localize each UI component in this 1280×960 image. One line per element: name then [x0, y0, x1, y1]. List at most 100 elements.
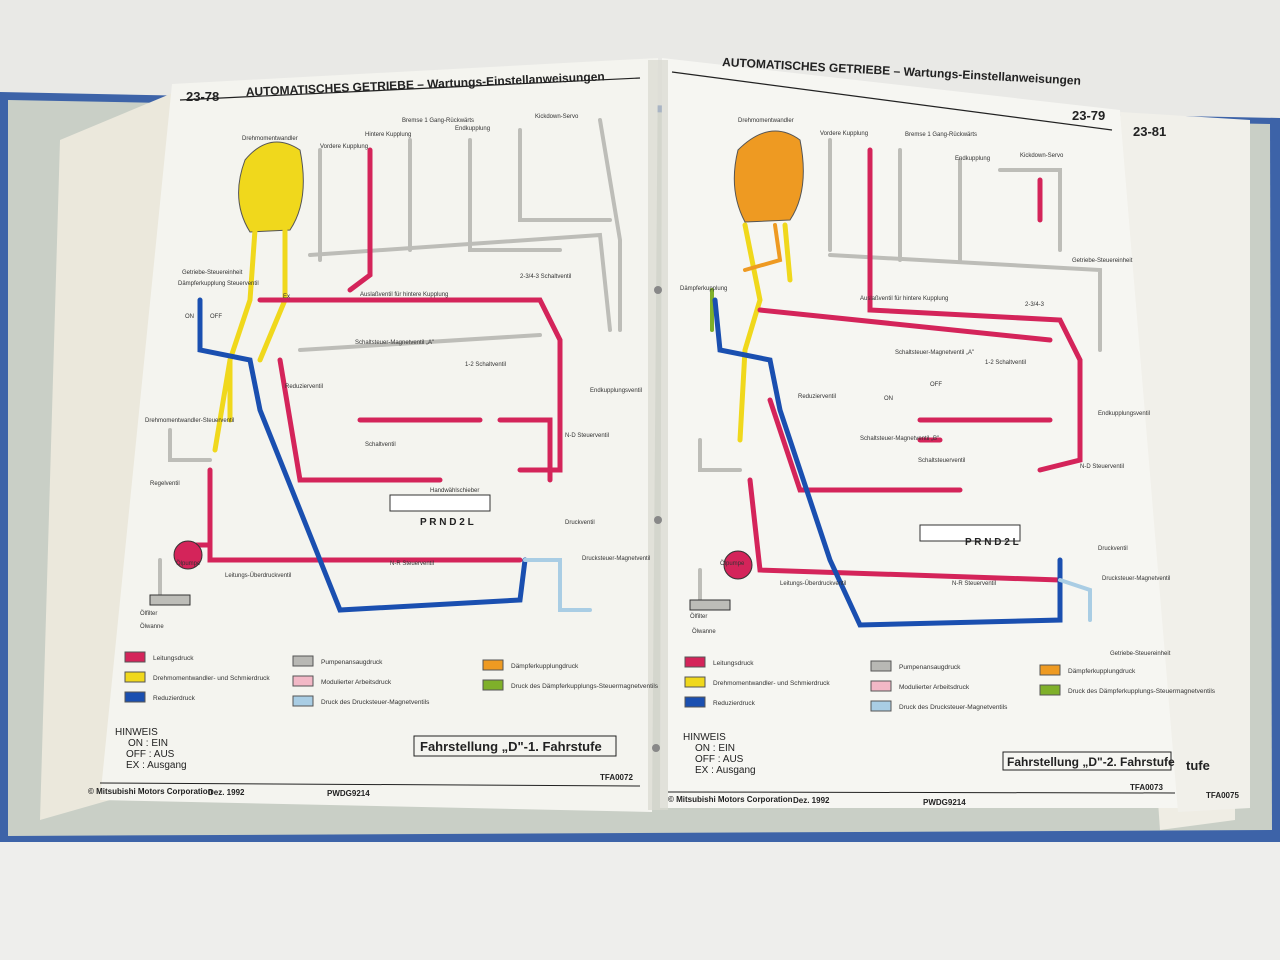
right-caption: Fahrstellung „D"-2. Fahrstufe [1007, 755, 1175, 769]
legend-label: Drehmomentwandler- und Schmierdruck [713, 680, 830, 687]
right-caption-box [1002, 751, 1172, 771]
svg-text:N-D Steuerventil: N-D Steuerventil [565, 433, 609, 439]
underlying-figure-code: TFA0075 [1206, 791, 1239, 800]
legend-swatch [292, 695, 314, 707]
legend-label: Leitungsdruck [153, 655, 194, 662]
svg-text:Dämpferkupplung Steuerventil: Dämpferkupplung Steuerventil [178, 281, 259, 287]
svg-text:Ölfilter: Ölfilter [140, 610, 157, 617]
svg-text:Vordere Kupplung: Vordere Kupplung [320, 144, 368, 150]
svg-text:Handwählschieber: Handwählschieber [430, 488, 479, 494]
right-footer-copyright: © Mitsubishi Motors Corporation [668, 795, 793, 804]
left-note: HINWEIS ON : EIN OFF : AUS EX : Ausgang [115, 727, 187, 771]
svg-text:OFF: OFF [210, 314, 222, 320]
svg-text:Getriebe-Steuereinheit: Getriebe-Steuereinheit [1110, 651, 1171, 657]
svg-text:N-R Steuerventil: N-R Steuerventil [390, 561, 434, 567]
svg-text:Getriebe-Steuereinheit: Getriebe-Steuereinheit [182, 270, 243, 276]
svg-text:ON : EIN: ON : EIN [128, 738, 168, 749]
page-stack-left [40, 92, 175, 820]
left-page [100, 58, 658, 812]
left-caption-box [413, 735, 617, 757]
manual-valve [389, 494, 491, 512]
left-page-number: 23-78 [186, 89, 219, 104]
svg-text:Endkupplungsventil: Endkupplungsventil [1098, 411, 1150, 417]
legend-swatch [292, 675, 314, 687]
legend-swatch [870, 700, 892, 712]
svg-text:HINWEIS: HINWEIS [683, 732, 726, 743]
svg-text:Schaltventil: Schaltventil [365, 442, 396, 448]
svg-text:Endkupplung: Endkupplung [455, 126, 490, 132]
oil-pan [149, 594, 191, 606]
svg-text:Druckventil: Druckventil [1098, 546, 1128, 552]
svg-text:1-2 Schaltventil: 1-2 Schaltventil [985, 360, 1026, 366]
svg-text:Schaltsteuer-Magnetventil „A": Schaltsteuer-Magnetventil „A" [355, 340, 434, 346]
legend-label: Drehmomentwandler- und Schmierdruck [153, 675, 270, 682]
right-page-number: 23-79 [1072, 108, 1105, 123]
svg-text:Leitungs-Überdruckventil: Leitungs-Überdruckventil [225, 572, 291, 579]
svg-text:Ölfilter: Ölfilter [690, 613, 707, 620]
legend-swatch [482, 679, 504, 691]
svg-text:OFF: OFF [930, 382, 942, 388]
svg-text:2-3/4-3: 2-3/4-3 [1025, 302, 1045, 308]
svg-text:Ölpumpe: Ölpumpe [720, 560, 745, 567]
spine-shadow [648, 60, 668, 810]
svg-text:Schaltsteuer-Magnetventil „A": Schaltsteuer-Magnetventil „A" [895, 350, 974, 356]
svg-text:Drucksteuer-Magnetventil: Drucksteuer-Magnetventil [582, 556, 650, 562]
oil-pan-right [689, 599, 731, 611]
svg-text:Regelventil: Regelventil [150, 481, 180, 487]
svg-text:OFF : AUS: OFF : AUS [126, 749, 175, 760]
torque-converter [238, 141, 304, 233]
torque-converter-right [733, 130, 804, 223]
left-figure-code: TFA0072 [600, 773, 633, 782]
legend-label: Reduzierdruck [153, 695, 196, 702]
underlying-caption: tufe [1186, 758, 1210, 773]
left-footer-code: PWDG9214 [327, 789, 370, 798]
svg-text:EX : Ausgang: EX : Ausgang [126, 760, 187, 771]
svg-text:Kickdown-Servo: Kickdown-Servo [1020, 153, 1064, 159]
svg-text:Bremse 1 Gang-Rückwärts: Bremse 1 Gang-Rückwärts [905, 132, 977, 138]
svg-text:N-D Steuerventil: N-D Steuerventil [1080, 464, 1124, 470]
svg-text:EX : Ausgang: EX : Ausgang [695, 765, 756, 776]
underlying-page [1120, 112, 1250, 812]
underlying-page-number: 23-81 [1133, 124, 1166, 139]
left-diagram-labels: Drehmomentwandler Vordere Kupplung Hinte… [140, 114, 650, 630]
left-footer-copyright: © Mitsubishi Motors Corporation [88, 787, 213, 796]
right-footer-date: Dez. 1992 [793, 796, 830, 805]
manual-valve-right [919, 524, 1021, 542]
right-footer-code: PWDG9214 [923, 798, 966, 807]
binder-rings [652, 286, 662, 752]
legend-swatch [124, 651, 146, 663]
svg-text:Bremse 1 Gang-Rückwärts: Bremse 1 Gang-Rückwärts [402, 118, 474, 124]
legend-swatch [1039, 664, 1061, 676]
svg-text:N-R Steuerventil: N-R Steuerventil [952, 581, 996, 587]
svg-text:HINWEIS: HINWEIS [115, 727, 158, 738]
legend-swatch [124, 671, 146, 683]
legend-swatch [482, 659, 504, 671]
right-hydraulic-diagram [689, 130, 1102, 628]
legend-swatch [684, 656, 706, 668]
left-hydraulic-diagram [149, 118, 622, 613]
svg-text:Hintere Kupplung: Hintere Kupplung [365, 132, 411, 138]
right-note: HINWEIS ON : EIN OFF : AUS EX : Ausgang [683, 732, 756, 776]
legend-label: Pumpenansaugdruck [321, 659, 383, 666]
oil-pump-right [723, 550, 753, 580]
svg-text:Schaltsteuer-Magnetventil „B": Schaltsteuer-Magnetventil „B" [860, 436, 939, 442]
svg-text:Kickdown-Servo: Kickdown-Servo [535, 114, 579, 120]
svg-text:Druckventil: Druckventil [565, 520, 595, 526]
svg-text:Dämpferkupplung: Dämpferkupplung [680, 286, 727, 292]
right-figure-code: TFA0073 [1130, 783, 1163, 792]
legend-swatch [684, 696, 706, 708]
svg-text:OFF : AUS: OFF : AUS [695, 754, 744, 765]
legend-label: Reduzierdruck [713, 700, 756, 707]
legend-label: Druck des Dämpferkupplungs-Steuermagnetv… [1068, 688, 1216, 695]
svg-text:ON: ON [185, 314, 194, 320]
svg-text:Ölwanne: Ölwanne [140, 623, 164, 630]
svg-text:Ölwanne: Ölwanne [692, 628, 716, 635]
legend-label: Modulierter Arbeitsdruck [899, 684, 970, 691]
svg-text:ON: ON [884, 396, 893, 402]
legend-label: Druck des Dämpferkupplungs-Steuermagnetv… [511, 683, 659, 690]
legend-label: Dämpferkupplungdruck [1068, 668, 1136, 675]
svg-text:1-2 Schaltventil: 1-2 Schaltventil [465, 362, 506, 368]
svg-text:Getriebe-Steuereinheit: Getriebe-Steuereinheit [1072, 258, 1133, 264]
